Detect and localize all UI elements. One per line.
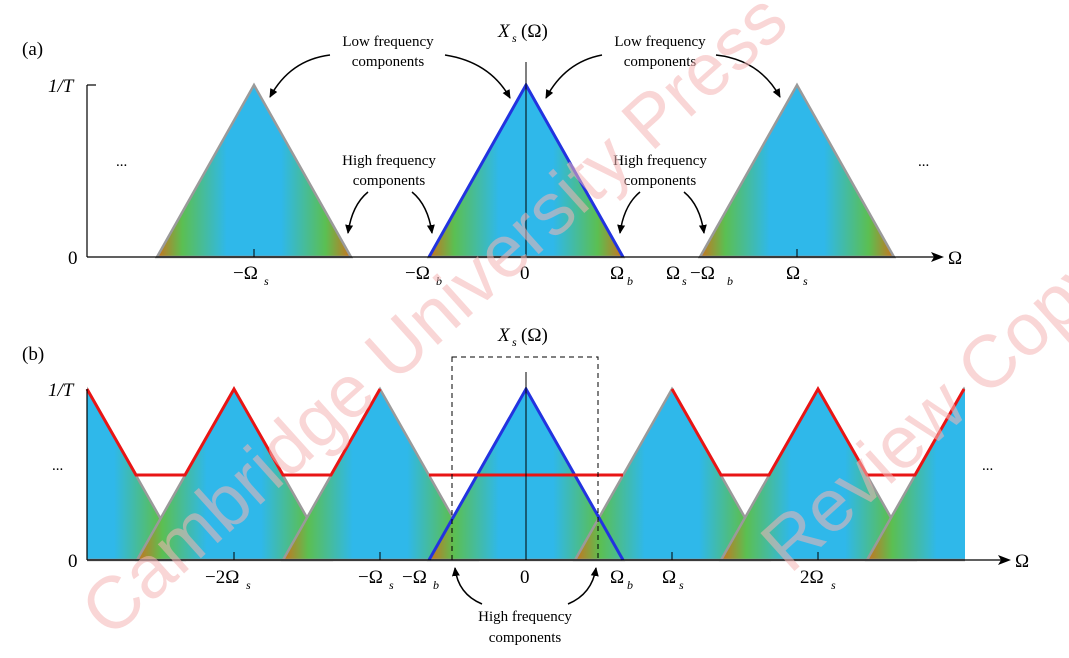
title-sub: s bbox=[512, 31, 517, 45]
panel-b-title: X s (Ω) bbox=[497, 325, 548, 349]
title-x: X bbox=[497, 21, 511, 42]
panel-b: (b) 1/T 0 Ω ... ... X s (Ω) −2Ω s −Ω s −… bbox=[22, 325, 1029, 646]
tick-neg-ob-b: −Ω bbox=[402, 567, 427, 588]
tick-os: Ω bbox=[786, 263, 800, 284]
tick-neg-os-b-sub: s bbox=[389, 578, 394, 592]
tick-os-sub: s bbox=[803, 274, 808, 288]
low-left-line1: Low frequency bbox=[342, 34, 434, 50]
tick-ob-b-sub: b bbox=[627, 578, 633, 592]
panel-a: (a) 1/T 0 Ω ... ... X s (Ω) −Ω s −Ω b 0 … bbox=[22, 21, 962, 288]
tick-neg-ob: −Ω bbox=[405, 263, 430, 284]
tick-os-minus-ob-sub2: b bbox=[727, 274, 733, 288]
arrow-low-left-2 bbox=[444, 54, 511, 99]
panel-a-x-axis-label: Ω bbox=[948, 248, 962, 269]
lowpass-window bbox=[451, 356, 599, 561]
panel-b-tick-labels: −2Ω s −Ω s −Ω b 0 Ω b Ω s 2Ω s bbox=[205, 567, 836, 592]
tick-neg-2os-sub: s bbox=[246, 578, 251, 592]
tick-neg-ob-b-sub: b bbox=[433, 578, 439, 592]
panel-a-y-top: 1/T bbox=[48, 76, 75, 97]
panel-a-ellipsis-left: ... bbox=[116, 154, 127, 170]
high-right-line1: High frequency bbox=[613, 153, 707, 169]
arrow-low-right-1 bbox=[545, 54, 603, 99]
tick-2os: 2Ω bbox=[800, 567, 824, 588]
title-arg-b: (Ω) bbox=[521, 325, 548, 346]
panel-a-y-zero: 0 bbox=[68, 248, 78, 269]
arrow-high-right-1 bbox=[617, 191, 641, 234]
spectrum-copy-pos-os bbox=[697, 82, 897, 259]
tick-os-b-sub: s bbox=[679, 578, 684, 592]
high-left-line2: components bbox=[353, 173, 426, 189]
panel-b-label: (b) bbox=[22, 344, 44, 365]
arrow-high-right-2 bbox=[683, 191, 707, 234]
panel-b-annotations: High frequency components bbox=[451, 567, 599, 646]
tick-os-b: Ω bbox=[662, 567, 676, 588]
tick-neg-os-b: −Ω bbox=[358, 567, 383, 588]
arrow-low-left-1 bbox=[269, 54, 331, 98]
tick-zero: 0 bbox=[520, 263, 530, 284]
high-b-line1: High frequency bbox=[478, 609, 572, 625]
aliased-sum-right bbox=[670, 385, 966, 477]
tick-os-minus-ob-mid: −Ω bbox=[690, 263, 715, 284]
arrow-high-left-1 bbox=[345, 191, 369, 234]
panel-a-annotations: Low frequency components Low frequency c… bbox=[269, 34, 781, 234]
high-b-line2: components bbox=[489, 630, 562, 646]
tick-neg-2os: −2Ω bbox=[205, 567, 239, 588]
panel-b-y-top: 1/T bbox=[48, 380, 75, 401]
high-left-line1: High frequency bbox=[342, 153, 436, 169]
tick-neg-ob-sub: b bbox=[436, 274, 442, 288]
title-x-b: X bbox=[497, 325, 511, 346]
tick-2os-sub: s bbox=[831, 578, 836, 592]
high-right-line2: components bbox=[624, 173, 697, 189]
panel-b-ellipsis-right: ... bbox=[982, 458, 993, 474]
tick-neg-os-sub: s bbox=[264, 274, 269, 288]
aliased-sum-left bbox=[85, 385, 382, 477]
arrow-low-right-2 bbox=[715, 54, 781, 98]
panel-a-tick-labels: −Ω s −Ω b 0 Ω b Ω s −Ω b Ω s bbox=[233, 263, 808, 288]
low-left-line2: components bbox=[352, 54, 425, 70]
spectrum-copy-neg-os bbox=[154, 82, 354, 259]
tick-ob: Ω bbox=[610, 263, 624, 284]
panel-a-ellipsis-right: ... bbox=[918, 154, 929, 170]
tick-os-minus-ob-sub1: s bbox=[682, 274, 687, 288]
tick-os-minus-ob: Ω bbox=[666, 263, 680, 284]
tick-ob-b: Ω bbox=[610, 567, 624, 588]
arrow-high-b-left bbox=[451, 567, 483, 605]
panel-a-axes bbox=[86, 62, 944, 262]
title-arg: (Ω) bbox=[521, 21, 548, 42]
panel-b-y-zero: 0 bbox=[68, 551, 78, 572]
tick-ob-sub: b bbox=[627, 274, 633, 288]
low-right-line1: Low frequency bbox=[614, 34, 706, 50]
panel-b-axes bbox=[86, 372, 1011, 565]
x-axis-arrowhead bbox=[931, 252, 944, 262]
low-right-line2: components bbox=[624, 54, 697, 70]
x-axis-b-arrowhead bbox=[998, 555, 1011, 565]
panel-a-label: (a) bbox=[22, 39, 43, 60]
title-sub-b: s bbox=[512, 335, 517, 349]
tick-zero-b: 0 bbox=[520, 567, 530, 588]
panel-a-title: X s (Ω) bbox=[497, 21, 548, 45]
arrow-high-b-right bbox=[567, 567, 599, 605]
tick-neg-os: −Ω bbox=[233, 263, 258, 284]
arrow-high-left-2 bbox=[411, 191, 435, 234]
panel-b-x-axis-label: Ω bbox=[1015, 551, 1029, 572]
panel-b-ellipsis-left: ... bbox=[52, 458, 63, 474]
